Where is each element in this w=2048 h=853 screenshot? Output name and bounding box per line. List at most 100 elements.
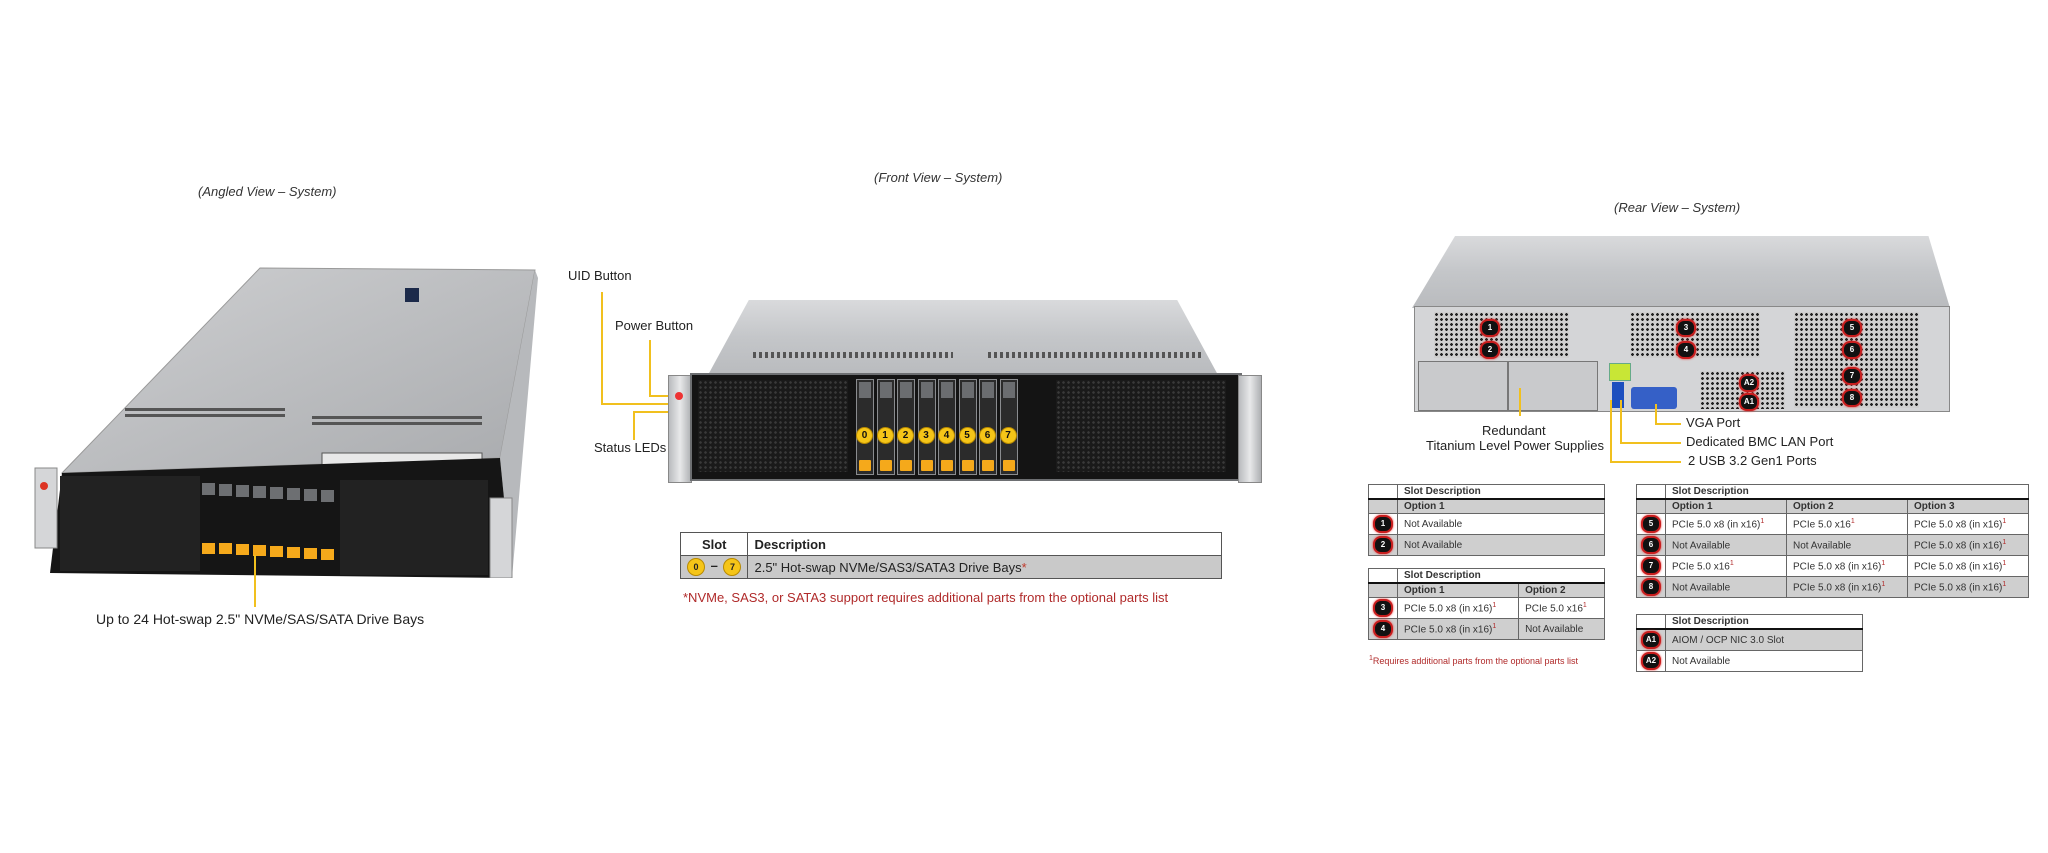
status-callout-line-v <box>633 412 635 440</box>
angled-callout-line <box>254 555 256 607</box>
rear-slot-badge: 7 <box>1842 367 1862 385</box>
slot-badge: 7 <box>1641 557 1661 575</box>
slot-value: PCIe 5.0 x8 (in x16)1 <box>1396 597 1520 619</box>
bmc-callout-line-h <box>1620 442 1681 444</box>
caddy-top <box>982 382 994 398</box>
psu-label-line2: Titanium Level Power Supplies <box>1426 438 1604 453</box>
drive-bay-badge: 7 <box>723 558 742 576</box>
right-ear <box>1238 375 1262 483</box>
rear-view-caption: (Rear View – System) <box>1614 200 1741 215</box>
caddy-top <box>879 382 892 398</box>
drive-latch[interactable] <box>961 460 974 471</box>
slot-badge: A2 <box>1641 652 1661 670</box>
option-header: Option 1 <box>1396 582 1520 598</box>
slot-value: Not Available <box>1665 534 1787 556</box>
header-slot: Slot <box>679 532 749 556</box>
slot-value: PCIe 5.0 x8 (in x16)1 <box>1907 534 2029 556</box>
rear-slot-badge: A1 <box>1739 393 1759 411</box>
slot-value: PCIe 5.0 x8 (in x16)1 <box>1665 513 1787 535</box>
vga-callout-line-h <box>1655 423 1681 425</box>
bmc-lan-port <box>1609 363 1631 381</box>
drive-bay-number-badge: 2 <box>897 427 914 444</box>
slot-value: PCIe 5.0 x8 (in x16)1 <box>1907 555 2029 577</box>
drive-bay-number-badge: 4 <box>938 427 955 444</box>
drive-latch[interactable] <box>941 460 953 471</box>
footnote-mark: 1 <box>1369 655 1373 662</box>
power-callout-line-v <box>649 340 651 396</box>
slot-value: Not Available <box>1518 618 1605 640</box>
vga-port <box>1631 387 1677 409</box>
slot-value: PCIe 5.0 x8 (in x16)1 <box>1907 576 2029 598</box>
usb-callout-line-h <box>1610 461 1681 463</box>
option-header: Option 1 <box>1665 498 1787 514</box>
angled-view-caption: (Angled View – System) <box>198 184 337 199</box>
slot-badge: 4 <box>1373 620 1393 638</box>
front-drive-bays-table: Slot Description 0 – 7 2.5" Hot-swap NVM… <box>679 532 1222 579</box>
slot-value: Not Available <box>1665 650 1863 672</box>
slot-badge: 3 <box>1373 599 1393 617</box>
slot-badge: 6 <box>1641 536 1661 554</box>
drive-bay-number-badge: 6 <box>979 427 996 444</box>
uid-button-label: UID Button <box>568 268 632 283</box>
right-fan-mesh <box>1056 380 1226 472</box>
chassis-vent <box>988 352 1203 358</box>
rear-slot-badge: 5 <box>1842 319 1862 337</box>
power-button-label: Power Button <box>615 318 694 333</box>
chassis-vent <box>753 352 953 358</box>
option-header: Option 1 <box>1397 498 1605 514</box>
slot-value: Not Available <box>1397 534 1605 556</box>
footnote-mark: * <box>1021 559 1027 575</box>
drive-latch[interactable] <box>900 460 912 471</box>
slot-description: 2.5" Hot-swap NVMe/SAS3/SATA3 Drive Bays… <box>747 555 1222 579</box>
riser-1-2 <box>1434 312 1569 358</box>
drive-latch[interactable] <box>859 460 871 471</box>
uid-callout-line-h <box>601 403 677 405</box>
drive-caddy[interactable] <box>876 379 895 475</box>
slot-value: AIOM / OCP NIC 3.0 Slot <box>1665 628 1863 651</box>
caddy-top <box>961 382 974 398</box>
psu-label-line1: Redundant <box>1482 423 1546 438</box>
rear-slot-badge: 2 <box>1480 341 1500 359</box>
caddy-top <box>941 382 953 398</box>
rear-slot-badge: 1 <box>1480 319 1500 337</box>
chassis-top <box>708 300 1218 375</box>
slot-value: Not Available <box>1397 513 1605 535</box>
table-title: Slot Description <box>1397 484 1605 500</box>
psu-callout-line <box>1519 388 1521 416</box>
option-header: Option 2 <box>1518 582 1605 598</box>
drive-latch[interactable] <box>920 460 933 471</box>
chassis-top <box>1412 236 1950 308</box>
slot-badge: 8 <box>1641 578 1661 596</box>
front-view-caption: (Front View – System) <box>874 170 1003 185</box>
caddy-top <box>900 382 912 398</box>
drive-bay-number-badge: 1 <box>876 427 894 444</box>
drive-bay-number-badge: 0 <box>856 427 873 444</box>
drive-latch[interactable] <box>879 460 892 471</box>
slot-value: PCIe 5.0 x8 (in x16)1 <box>1786 576 1908 598</box>
bmc-lan-label: Dedicated BMC LAN Port <box>1686 434 1834 449</box>
rear-slot-badge: 4 <box>1676 341 1696 359</box>
slot-value: PCIe 5.0 x161 <box>1665 555 1787 577</box>
range-separator: – <box>710 558 718 574</box>
drive-bay-number-badge: 3 <box>917 427 935 444</box>
power-led-icon <box>675 392 683 400</box>
drive-latch[interactable] <box>982 460 994 471</box>
status-callout-line-h <box>633 411 677 413</box>
slot-badge: 2 <box>1373 536 1393 554</box>
slot-value: PCIe 5.0 x8 (in x16)1 <box>1786 555 1908 577</box>
drive-latch[interactable] <box>1002 460 1015 471</box>
left-fan-mesh <box>698 380 848 472</box>
power-callout-line-h <box>649 395 677 397</box>
status-leds-label: Status LEDs <box>594 440 667 455</box>
